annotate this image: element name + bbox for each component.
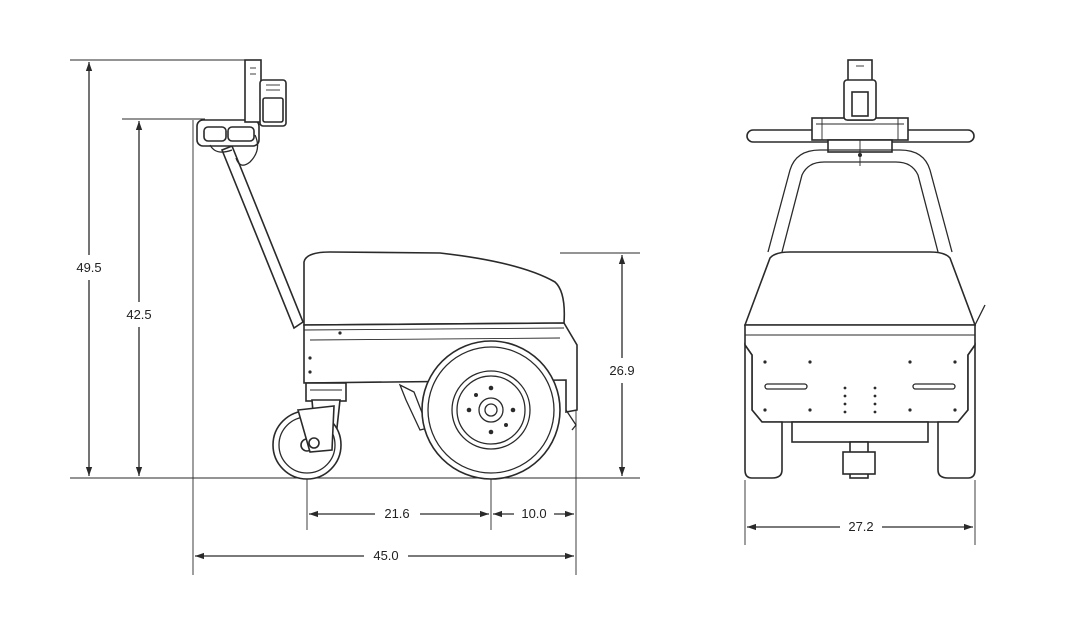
dim-rear-overhang: 10.0: [493, 506, 574, 521]
side-view: 49.5 42.5 26.9 21.6 10.0: [70, 59, 640, 575]
rear-right-wheel: [937, 342, 976, 479]
body-cover: [303, 251, 566, 326]
dim-label-overall-length: 45.0: [373, 548, 398, 563]
handle-bar: [746, 59, 975, 166]
rear-left-wheel: [744, 342, 783, 479]
dim-overall-width: 27.2: [747, 519, 973, 534]
dim-label-rear-overhang: 10.0: [521, 506, 546, 521]
caster-mount: [305, 382, 347, 402]
dim-handle-height: 42.5: [126, 121, 152, 476]
dim-label-body-height: 26.9: [609, 363, 634, 378]
dim-overall-height: 49.5: [76, 62, 102, 476]
dim-label-overall-width: 27.2: [848, 519, 873, 534]
rear-body-top: [743, 251, 977, 326]
rear-view: 27.2: [743, 59, 986, 545]
handle-head: [196, 59, 287, 166]
handle-loop: [767, 149, 953, 253]
dim-label-handle-height: 42.5: [126, 307, 151, 322]
dim-label-wheel-spacing: 21.6: [384, 506, 409, 521]
rear-panel: [744, 324, 976, 423]
dim-wheel-spacing: 21.6: [309, 506, 489, 521]
dim-label-overall-height: 49.5: [76, 260, 101, 275]
drive-wheel: [421, 340, 561, 480]
dim-overall-length: 45.0: [195, 548, 574, 563]
dim-body-height: 26.9: [609, 255, 635, 476]
caster-wheel: [272, 399, 342, 480]
rear-undercarriage: [791, 421, 929, 479]
handle-tube: [220, 144, 304, 330]
